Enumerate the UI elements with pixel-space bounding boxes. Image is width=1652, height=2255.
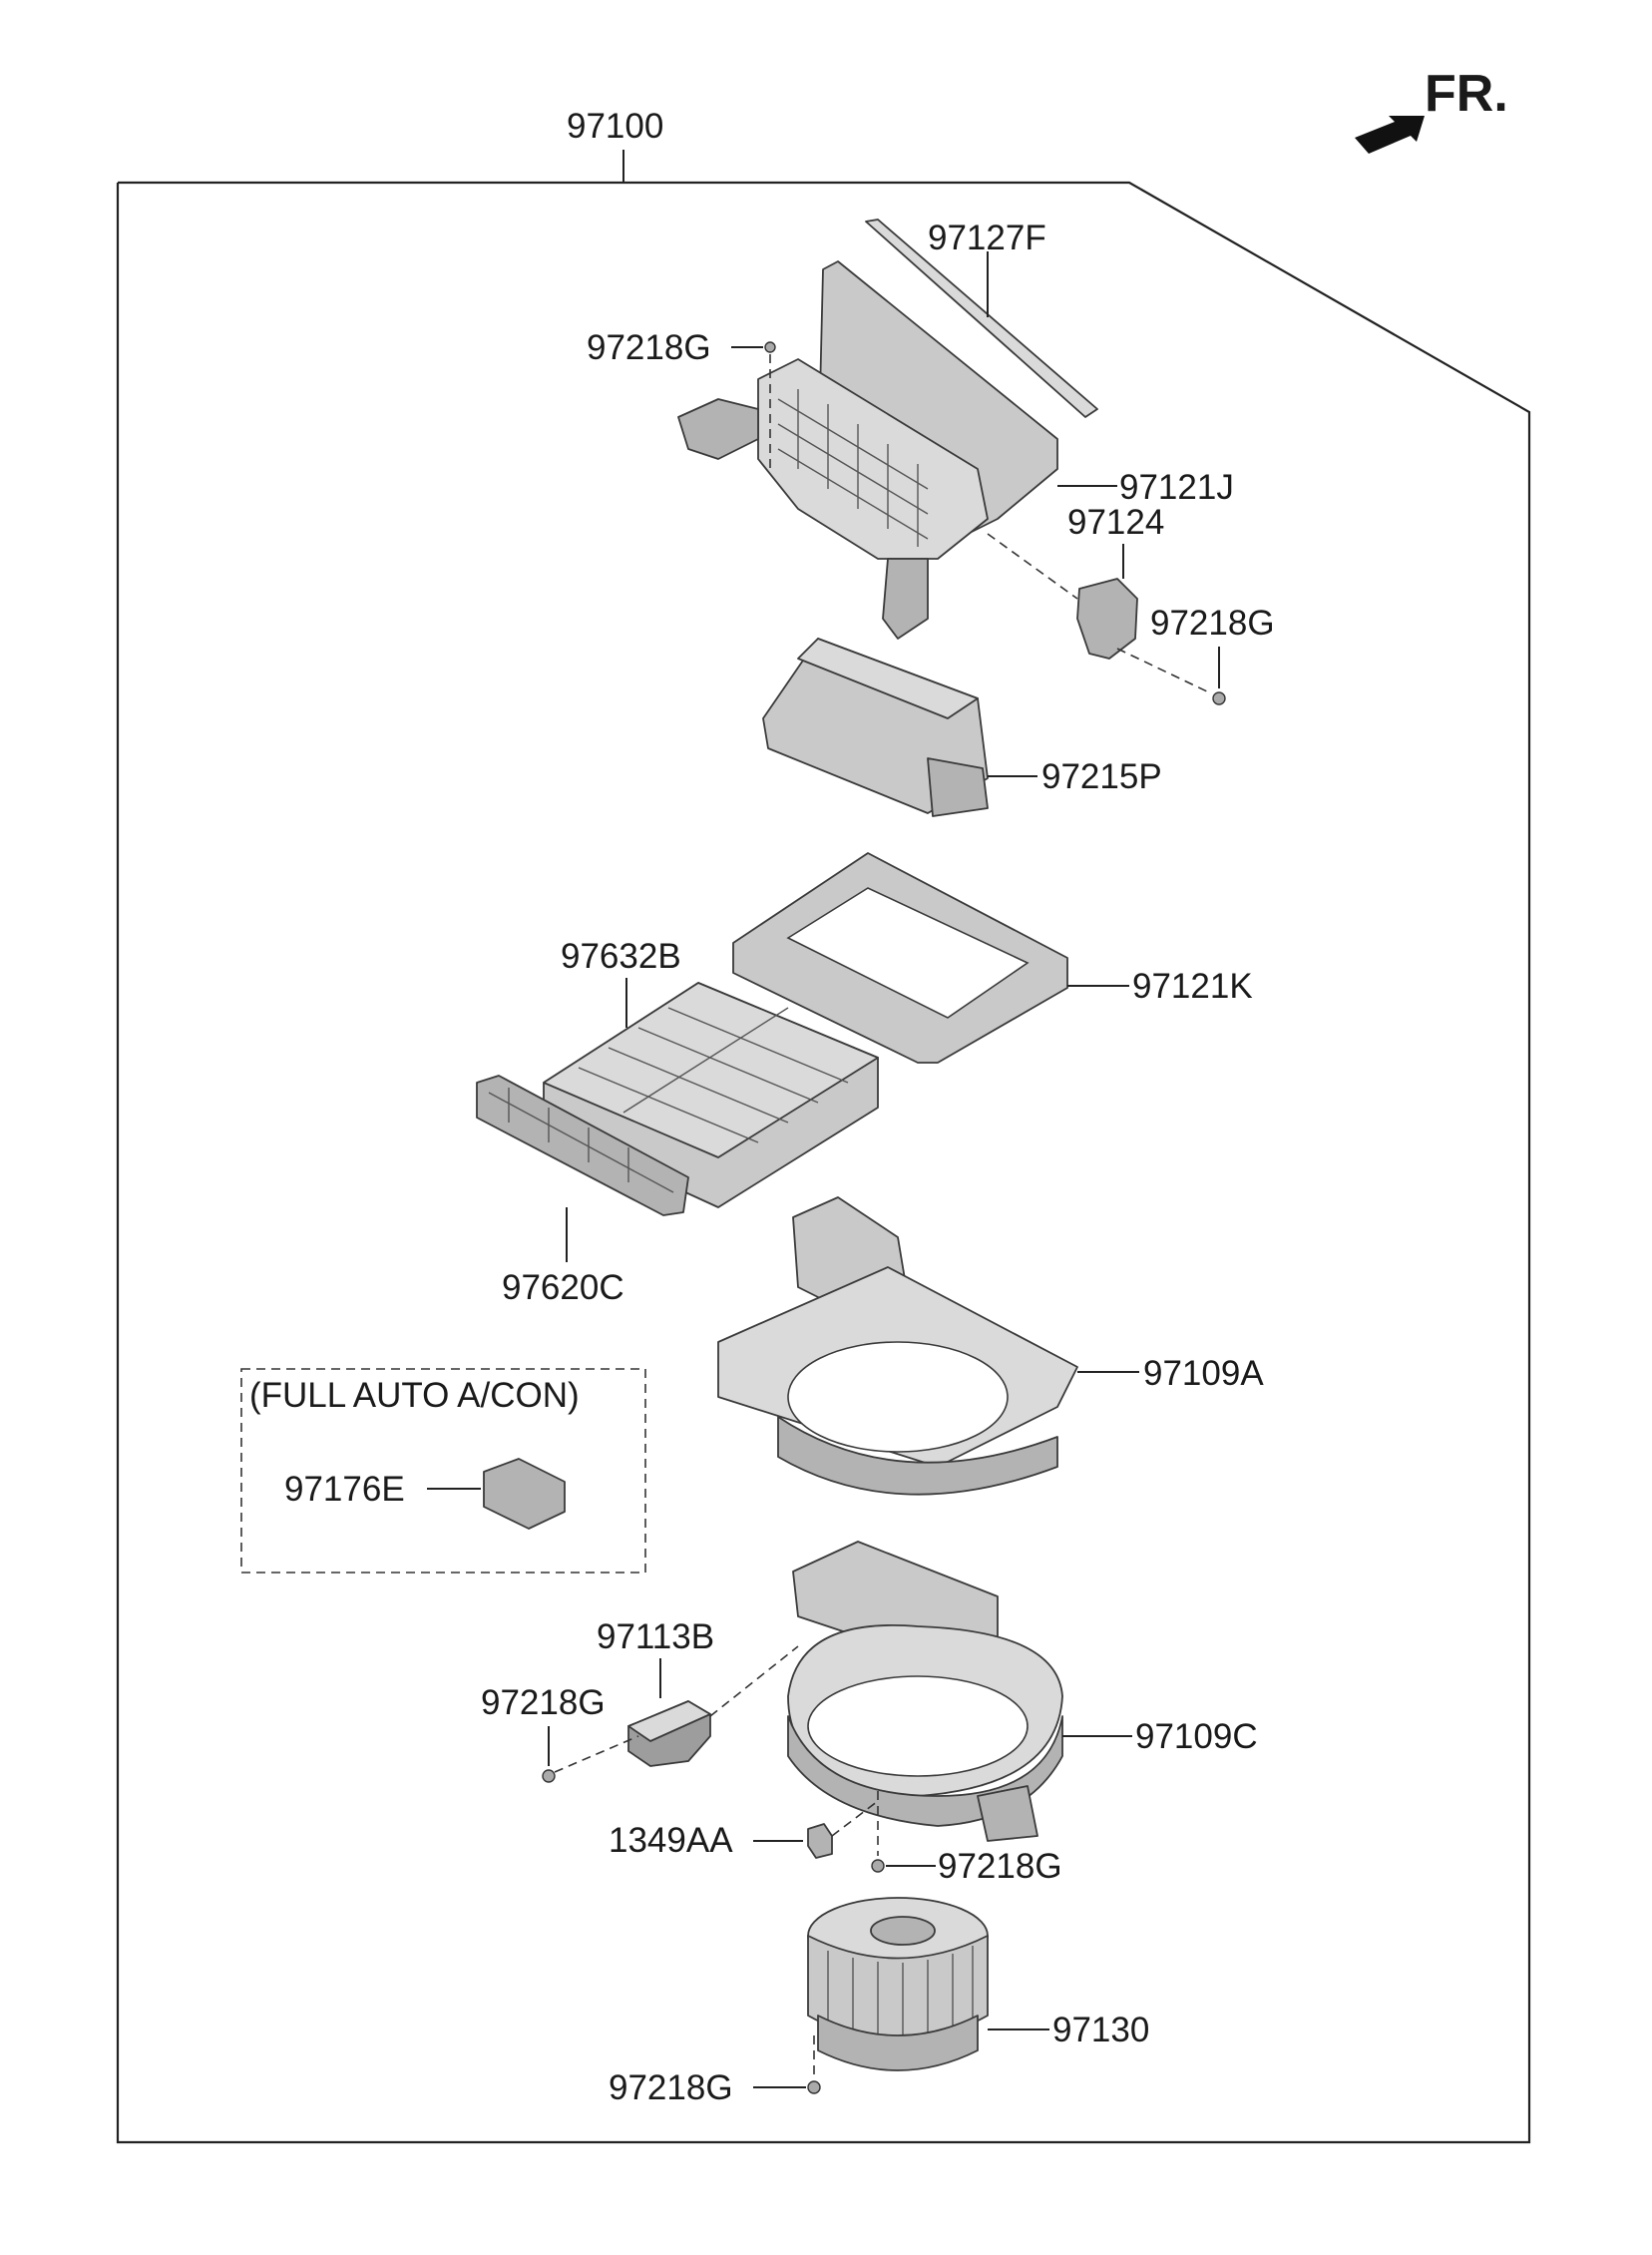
callout-97218g-top: 97218G bbox=[587, 328, 711, 367]
callout-97109a: 97109A bbox=[1143, 1354, 1264, 1393]
screw-97218g-top: 97218G bbox=[587, 328, 776, 469]
screw-icon bbox=[807, 2080, 821, 2094]
part-97121j-intake-case: 97121J bbox=[677, 260, 1234, 640]
callout-97113b: 97113B bbox=[597, 1617, 714, 1656]
option-box-caption: (FULL AUTO A/CON) bbox=[249, 1376, 580, 1415]
callout-97124: 97124 bbox=[1067, 503, 1164, 542]
callout-97215p: 97215P bbox=[1041, 757, 1162, 796]
part-97109c-lower-case: 97109C bbox=[787, 1541, 1258, 1842]
callout-97130: 97130 bbox=[1052, 2011, 1149, 2049]
part-97113b-resistor: 97113B bbox=[597, 1617, 799, 1767]
arrow-front-icon bbox=[1355, 116, 1425, 154]
front-direction-indicator: FR. bbox=[1355, 65, 1508, 154]
callout-97127f: 97127F bbox=[928, 219, 1046, 257]
screw-97218g-bottom: 97218G bbox=[609, 2035, 821, 2107]
screw-icon bbox=[542, 1769, 556, 1783]
part-97109a-upper-case: 97109A bbox=[717, 1196, 1264, 1496]
screw-97218g-left: 97218G bbox=[481, 1683, 639, 1783]
assembly-frame: 97100 bbox=[116, 107, 1531, 2144]
part-97124-actuator: 97124 bbox=[987, 503, 1164, 660]
callout-97218g-bottom: 97218G bbox=[609, 2068, 733, 2107]
screw-icon bbox=[764, 341, 776, 353]
assembly-number: 97100 bbox=[567, 107, 663, 146]
part-97121k-filter-frame: 97121K bbox=[732, 852, 1253, 1064]
screw-97218g-right: 97218G bbox=[1116, 604, 1275, 705]
callout-97632b: 97632B bbox=[561, 937, 681, 976]
callout-97620c: 97620C bbox=[502, 1268, 624, 1307]
callout-97218g-left: 97218G bbox=[481, 1683, 606, 1722]
callout-97176e: 97176E bbox=[284, 1470, 405, 1509]
screw-icon bbox=[1212, 691, 1226, 705]
front-label: FR. bbox=[1425, 65, 1508, 123]
callout-97218g-right: 97218G bbox=[1150, 604, 1275, 643]
screw-97218g-mid: 97218G bbox=[871, 1791, 1062, 1886]
callout-97121j: 97121J bbox=[1119, 468, 1234, 507]
screw-icon bbox=[871, 1859, 885, 1873]
callout-97109c: 97109C bbox=[1135, 1717, 1258, 1756]
callout-97218g-mid: 97218G bbox=[938, 1847, 1062, 1886]
part-1349aa-clip: 1349AA bbox=[609, 1800, 879, 1860]
part-97127f-seal: 97127F bbox=[865, 219, 1098, 418]
callout-1349aa: 1349AA bbox=[609, 1821, 733, 1860]
part-97620c-cover: 97620C bbox=[476, 1075, 689, 1307]
option-box-full-auto: (FULL AUTO A/CON) 97176E bbox=[240, 1368, 646, 1574]
callout-97121k: 97121K bbox=[1132, 967, 1253, 1006]
part-97130-blower-motor: 97130 bbox=[807, 1897, 1149, 2071]
part-97215p-duct: 97215P bbox=[762, 638, 1162, 817]
